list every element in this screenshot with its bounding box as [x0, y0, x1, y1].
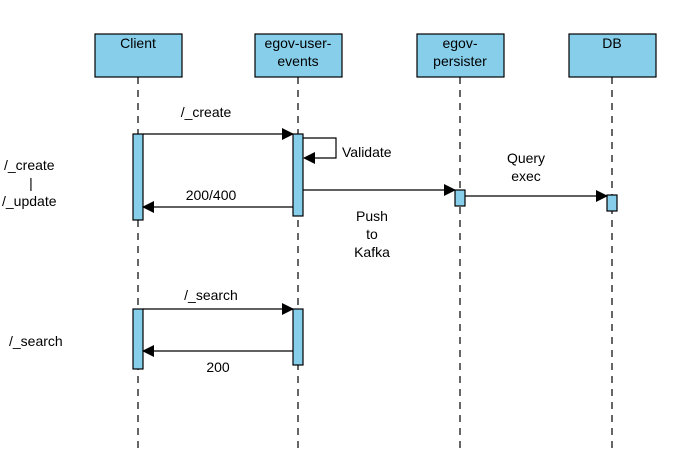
activation-client-search — [132, 308, 144, 370]
label-create: /_create — [181, 104, 232, 120]
participant-client-label: Client — [120, 35, 156, 51]
arrow-validate — [303, 137, 337, 164]
label-push-line1: Push — [356, 208, 388, 224]
participant-user-events-label-line2: events — [277, 53, 318, 69]
activation-user-events-search — [292, 308, 304, 366]
activation-user-events-create — [292, 133, 304, 217]
participant-client: Client — [94, 33, 183, 78]
participant-db-label: DB — [602, 35, 621, 51]
label-search-response: 200 — [206, 359, 230, 375]
label-query-line2: exec — [511, 168, 541, 184]
participant-persister-label-line1: egov- — [442, 35, 477, 51]
label-push-line3: Kafka — [354, 244, 390, 260]
side-label-separator: | — [29, 175, 33, 191]
label-create-response: 200/400 — [186, 187, 237, 203]
side-label-create: /_create — [4, 157, 55, 173]
activation-client-create — [132, 133, 144, 221]
label-query-line1: Query — [507, 150, 545, 166]
label-search: /_search — [184, 287, 238, 303]
side-label-update: /_update — [2, 193, 57, 209]
participant-user-events: egov-user- events — [254, 33, 343, 78]
activation-db — [606, 194, 618, 212]
side-label-search: /_search — [9, 333, 63, 349]
participant-user-events-label-line1: egov-user- — [265, 35, 332, 51]
participant-persister-label-line2: persister — [433, 53, 487, 69]
activation-persister — [454, 189, 466, 207]
participant-db: DB — [568, 33, 657, 78]
participant-persister: egov- persister — [416, 33, 505, 78]
label-validate: Validate — [342, 144, 392, 160]
label-push-line2: to — [366, 226, 378, 242]
